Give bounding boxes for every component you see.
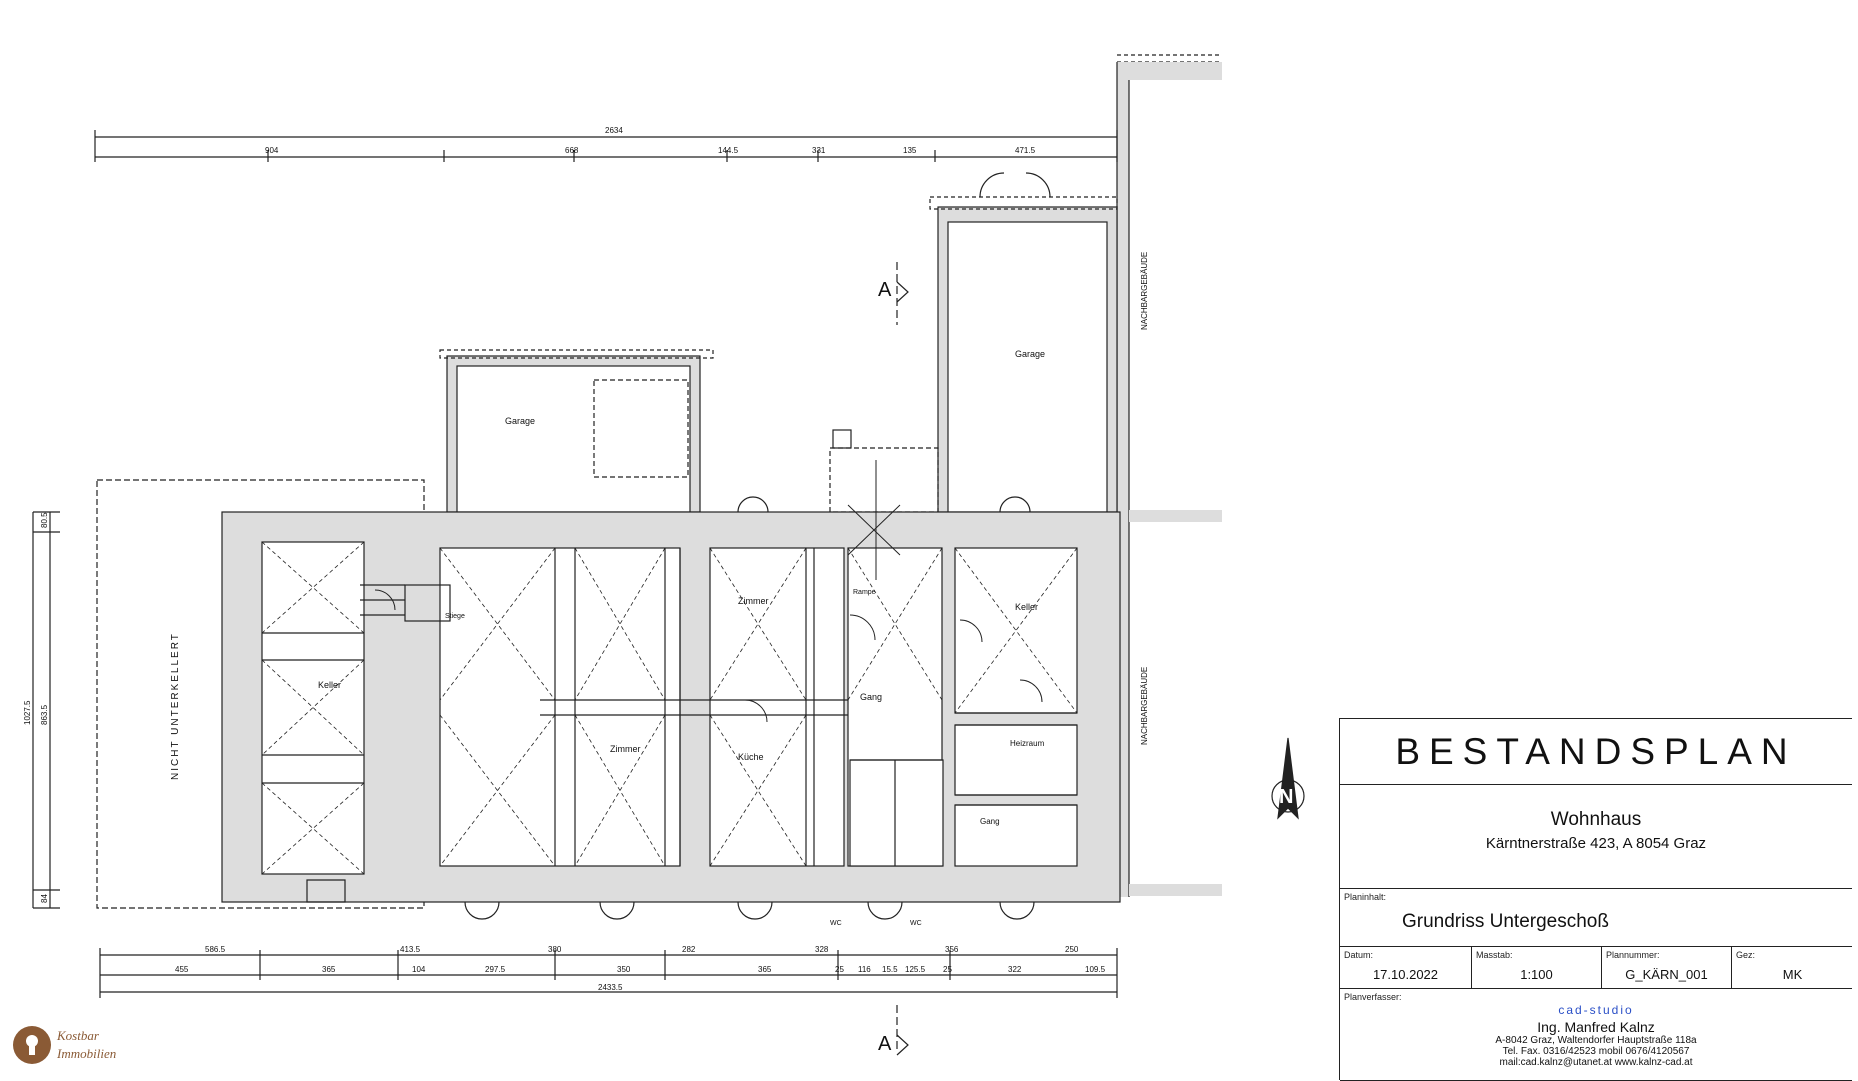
- room-u07: Küche: [738, 752, 764, 762]
- author-label: Planverfasser:: [1344, 992, 1402, 1002]
- dim-bottom-r2-5: 350: [617, 965, 631, 974]
- dim-top-seg-5: 135: [903, 146, 917, 155]
- dim-bottom-6: 356: [945, 945, 959, 954]
- plan-number-cell: Plannummer: G_KÄRN_001: [1602, 947, 1732, 988]
- dim-bottom-7: 250: [1065, 945, 1079, 954]
- logo-line-1: Kostbar: [56, 1028, 100, 1043]
- label-nicht-unterkellert: NICHT UNTERKELLERT: [170, 632, 181, 780]
- drawn-by-cell: Gez: MK: [1732, 947, 1853, 988]
- dim-left-3: 80.5: [40, 512, 49, 528]
- dim-bottom-r2-6: 365: [758, 965, 772, 974]
- room-u06: WC: [910, 920, 922, 927]
- room-u03: Heizraum: [1010, 739, 1045, 748]
- content-label: Planinhalt:: [1344, 892, 1387, 902]
- dim-bottom-r2-1: 455: [175, 965, 189, 974]
- scale-cell: Masstab: 1:100: [1472, 947, 1602, 988]
- author-info: Planverfasser: cad-studio Ing. Manfred K…: [1340, 989, 1852, 1081]
- label-nachbargebaeude-1: NACHBARGEBÄUDE: [1140, 252, 1149, 330]
- object-info: Wohnhaus Kärntnerstraße 423, A 8054 Graz: [1340, 785, 1852, 889]
- object-address: Kärntnerstraße 423, A 8054 Graz: [1485, 835, 1707, 852]
- logo-line-2: Immobilien: [56, 1046, 116, 1061]
- plan-meta-row: Datum: 17.10.2022 Masstab: 1:100 Plannum…: [1340, 947, 1852, 989]
- room-u08: Zimmer: [610, 744, 641, 754]
- room-u01: Gang: [860, 692, 882, 702]
- plan-number-value: G_KÄRN_001: [1625, 967, 1708, 982]
- scale-label: Masstab:: [1476, 950, 1513, 960]
- dim-bottom-r2-12: 322: [1008, 965, 1022, 974]
- section-mark-bottom: A: [878, 1033, 892, 1055]
- room-u09: Zimmer: [738, 596, 769, 606]
- object-name: Wohnhaus: [1550, 809, 1642, 830]
- dim-bottom-4: 282: [682, 945, 696, 954]
- dim-bottom-3: 380: [548, 945, 562, 954]
- date-cell: Datum: 17.10.2022: [1340, 947, 1472, 988]
- plan-content: Planinhalt: Grundriss Untergeschoß: [1340, 889, 1852, 947]
- dim-top-seg-6: 471.5: [1015, 146, 1036, 155]
- dim-bottom-r2-2: 365: [322, 965, 336, 974]
- dim-top-seg-4: 331: [812, 146, 826, 155]
- dim-top-seg-2: 668: [565, 146, 579, 155]
- drawn-by-value: MK: [1782, 967, 1803, 982]
- dim-left-1: 1027.5: [23, 700, 32, 725]
- section-mark-top: A: [878, 279, 892, 301]
- room-u02: Keller: [1015, 602, 1038, 612]
- dim-bottom-1: 586.5: [205, 945, 226, 954]
- author-address: A-8042 Graz, Waltendorfer Hauptstraße 11…: [1495, 1035, 1697, 1046]
- dim-bottom-r2-4: 297.5: [485, 965, 506, 974]
- author-name: Ing. Manfred Kalnz: [1537, 1019, 1655, 1035]
- dim-left-2: 863.5: [40, 704, 49, 725]
- content-value: Grundriss Untergeschoß: [1402, 911, 1609, 932]
- title-block: BESTANDSPLAN Wohnhaus Kärntnerstraße 423…: [1339, 718, 1852, 1081]
- dim-bottom-r2-11: 25: [943, 965, 952, 974]
- north-label: N: [1279, 786, 1293, 808]
- date-label: Datum:: [1344, 950, 1374, 960]
- dim-bottom-r2-7: 25: [835, 965, 844, 974]
- dim-bottom-r2-10: 125.5: [905, 965, 926, 974]
- date-value: 17.10.2022: [1372, 967, 1439, 982]
- room-u04: Gang: [980, 817, 1000, 826]
- scale-value: 1:100: [1520, 967, 1553, 982]
- dim-left-4: 84: [40, 894, 49, 903]
- author-phone: Tel. Fax. 0316/42523 mobil 0676/4120567: [1502, 1046, 1690, 1057]
- dim-bottom-2: 413.5: [400, 945, 421, 954]
- dim-bottom-r2-13: 109.5: [1085, 965, 1106, 974]
- drawn-by-label: Gez:: [1736, 950, 1756, 960]
- dim-top-seg-1: 904: [265, 146, 279, 155]
- dim-bottom-r2-3: 104: [412, 965, 426, 974]
- dim-top-seg-3: 144.5: [718, 146, 739, 155]
- dim-bottom-r2-9: 15.5: [882, 965, 898, 974]
- plan-number-label: Plannummer:: [1606, 950, 1660, 960]
- label-rampe: Rampe: [853, 589, 876, 596]
- dim-bottom-5: 328: [815, 945, 829, 954]
- label-stiege: Stiege: [445, 613, 465, 620]
- room-u05: WC: [830, 920, 842, 927]
- company-logo: Kostbar Immobilien: [13, 1026, 116, 1064]
- dim-top-total: 2634: [605, 126, 623, 135]
- author-studio: cad-studio: [1558, 1003, 1634, 1017]
- dim-bottom-r2-8: 116: [858, 965, 871, 974]
- label-nachbargebaeude-2: NACHBARGEBÄUDE: [1140, 667, 1149, 745]
- plan-title: BESTANDSPLAN: [1340, 719, 1852, 785]
- dim-bottom-total: 2433.5: [598, 983, 623, 992]
- author-mail: mail:cad.kalnz@utanet.at www.kalnz-cad.a…: [1499, 1057, 1693, 1068]
- room-u10: Keller: [318, 680, 341, 690]
- room-garage-left: Garage: [505, 416, 535, 426]
- room-garage-right: Garage: [1015, 349, 1045, 359]
